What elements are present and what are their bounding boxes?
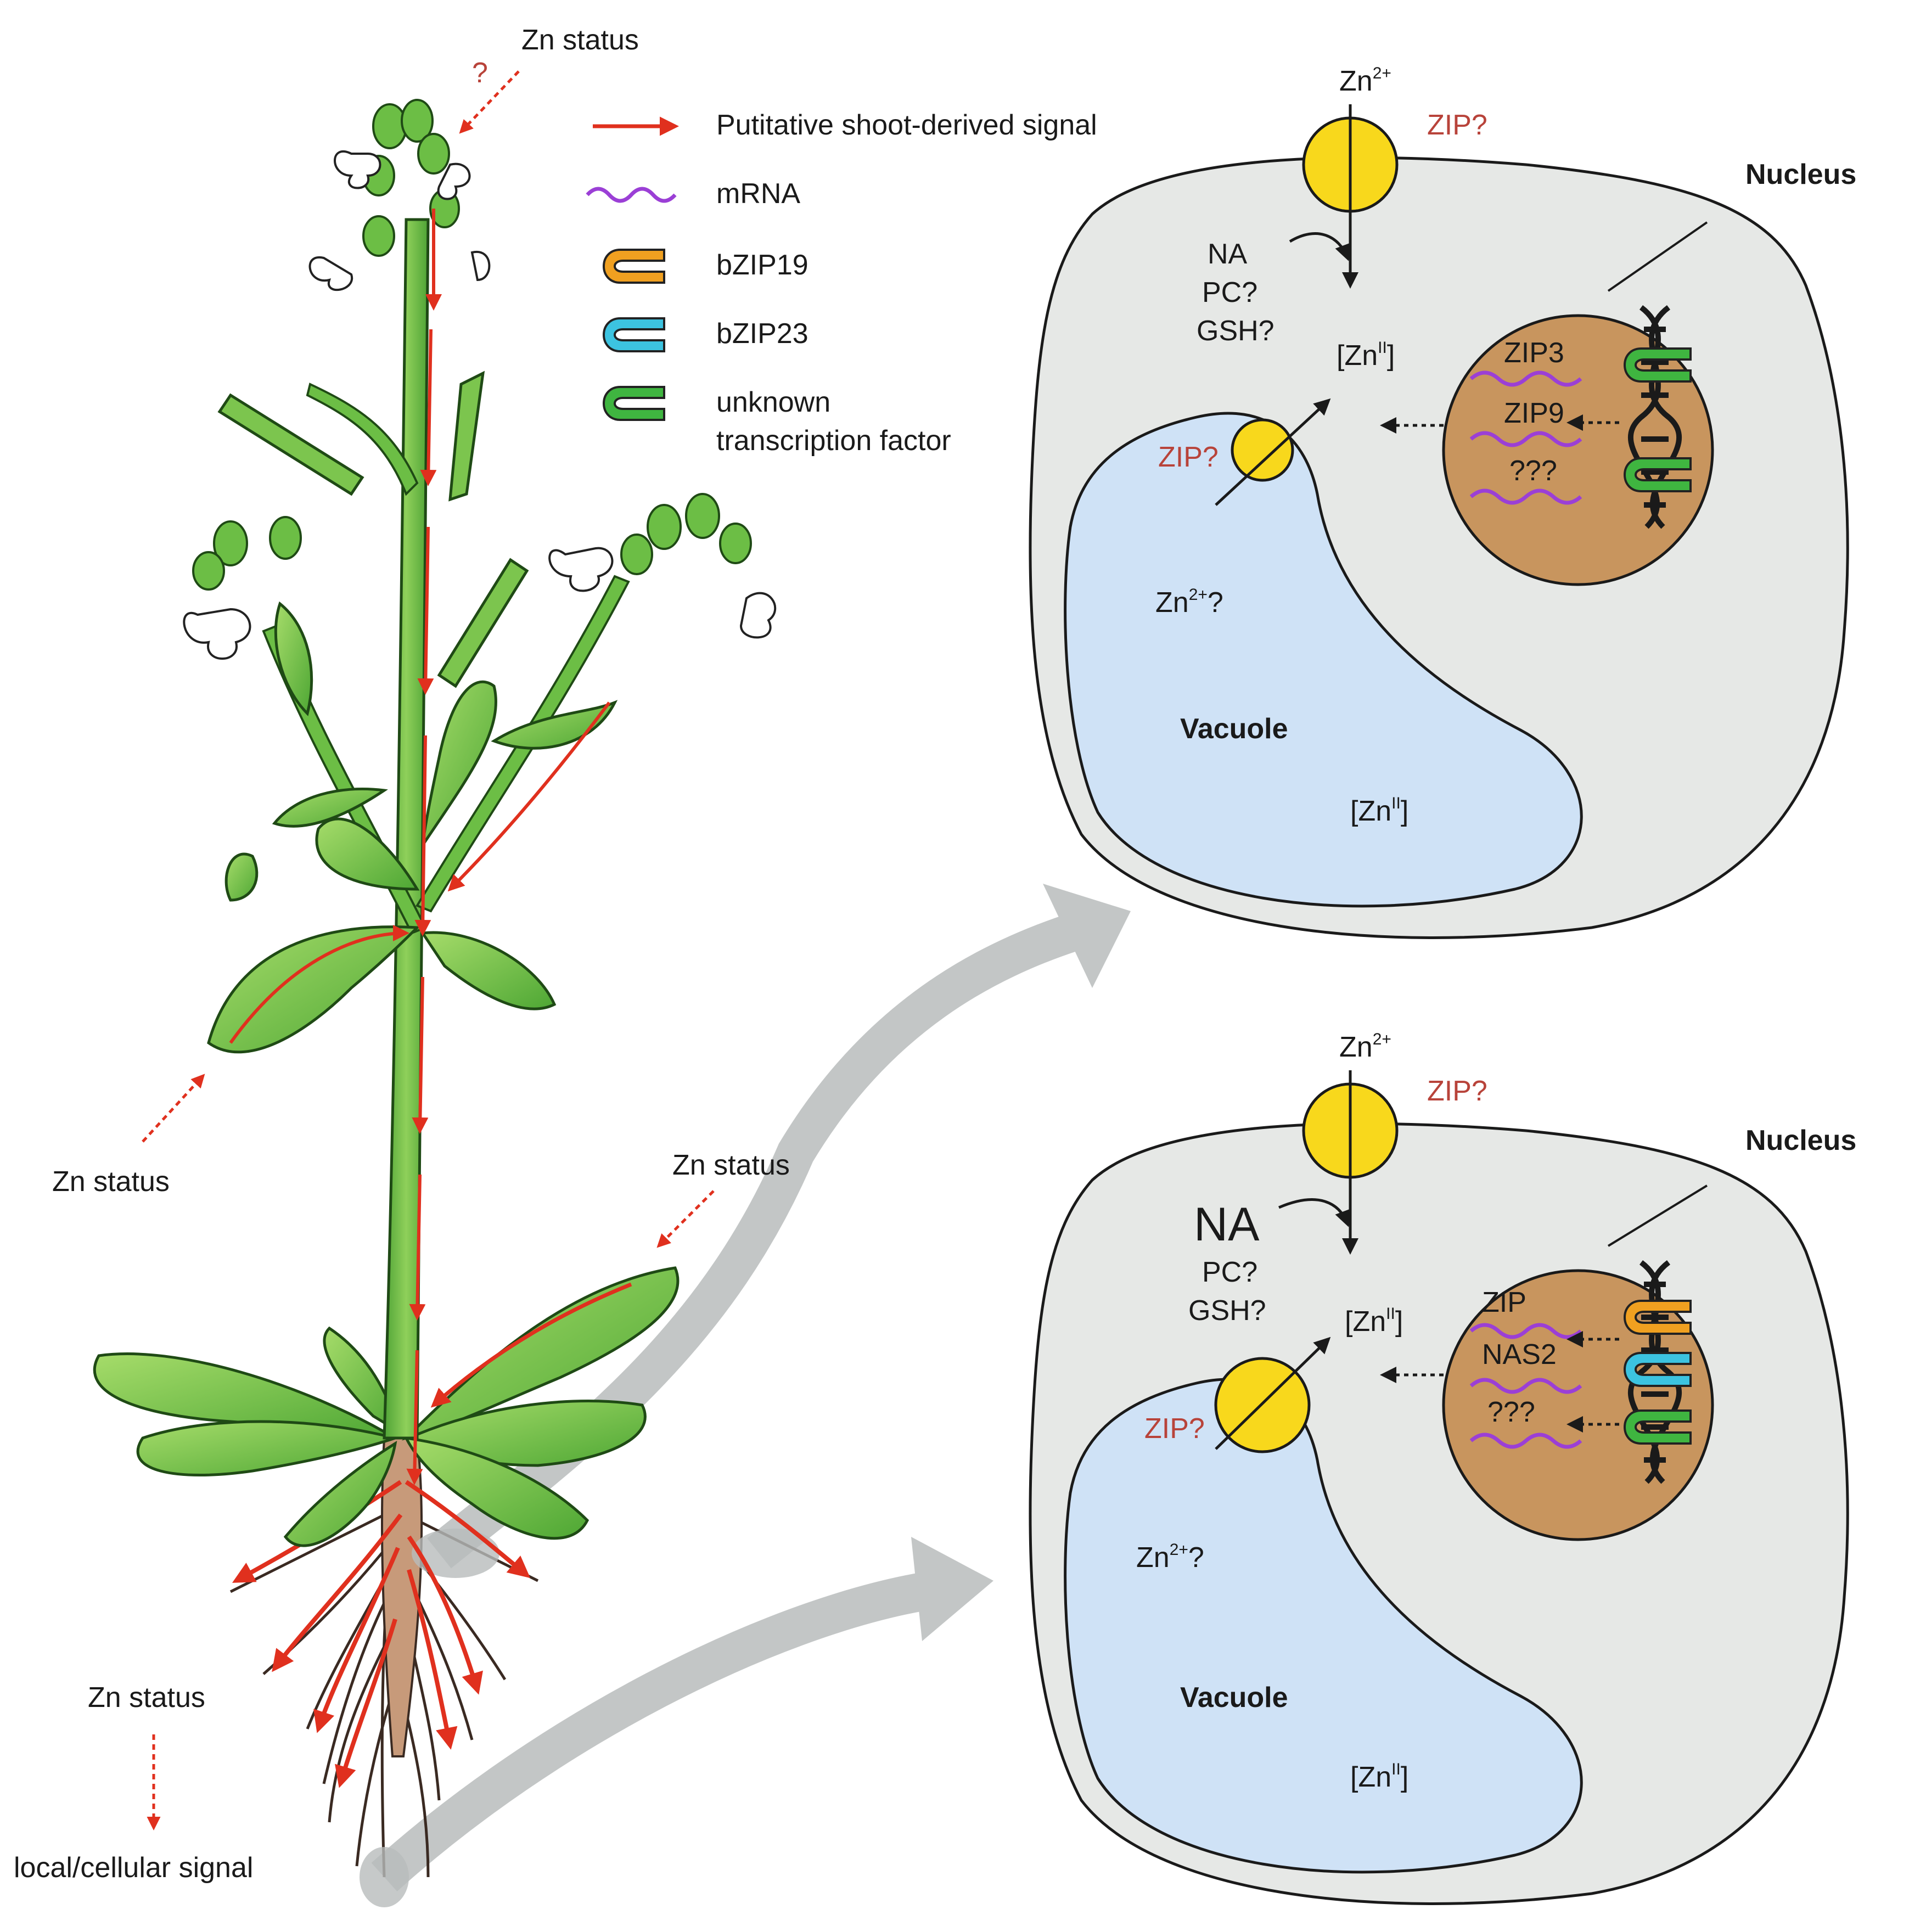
cell-bottom-gsh: GSH? [1188, 1295, 1266, 1327]
cell-top-vacuole-zn-complex: [ZnII] [1350, 794, 1408, 827]
cell-bottom: Nucleus Zn2+ ZIP? NA PC? GSH? [ZnII] ZIP… [1029, 1030, 1856, 1905]
zn-status-top-arrow [459, 70, 520, 134]
cell-bottom-zip-vacuole-label: ZIP? [1144, 1413, 1205, 1445]
cell-bottom-zn-complex: [ZnII] [1345, 1305, 1403, 1338]
cell-top: Nucleus Zn2+ ZIP? NA PC? GSH? [ZnII] ZIP… [1029, 64, 1856, 939]
cell-top-gene-3: ??? [1509, 455, 1557, 487]
cell-bottom-dna-helix [1627, 1260, 1682, 1484]
cell-top-nucleus-label: Nucleus [1745, 159, 1856, 190]
cell-bottom-vacuole-label: Vacuole [1180, 1682, 1288, 1714]
cell-bottom-vacuole [1064, 1378, 1583, 1874]
legend-mrna-label: mRNA [716, 178, 800, 210]
stem-leaves [207, 601, 618, 1054]
local-signal-label: local/cellular signal [14, 1852, 253, 1884]
grey-arrowhead-bottom [911, 1537, 993, 1641]
cell-bottom-na: NA [1194, 1198, 1260, 1251]
cell-top-mrna-2 [1469, 431, 1582, 447]
cell-bottom-nucleus-pointer [1607, 1184, 1708, 1247]
cell-top-chelator-arrow [1289, 232, 1351, 261]
cell-bottom-vacuole-zn-complex: [ZnII] [1350, 1760, 1408, 1793]
rosette-veins [430, 1282, 632, 1408]
cell-top-zip-vacuole-label: ZIP? [1158, 441, 1219, 473]
cell-top-vacuole-zip-transporter [1231, 418, 1294, 482]
cell-top-gsh: GSH? [1197, 315, 1274, 347]
cell-bottom-bzip23 [1624, 1352, 1692, 1387]
cell-bottom-vacuole-export-arrow [1215, 1336, 1331, 1450]
cell-bottom-zip-membrane-label: ZIP? [1427, 1075, 1487, 1107]
cell-top-vacuole-export-arrow [1215, 398, 1331, 506]
cell-bottom-unknown-tf [1624, 1409, 1692, 1445]
cell-bottom-chelator-arrow [1278, 1198, 1351, 1227]
legend: Putitative shoot-derived signal mRNA bZI… [586, 109, 1097, 457]
root-side-highlight [412, 1529, 499, 1578]
flower-buds [192, 99, 752, 591]
cell-bottom-mrna-2 [1469, 1378, 1582, 1394]
question-mark: ? [472, 57, 488, 89]
legend-unknown-tf-label-2: transcription factor [716, 425, 951, 457]
zn-status-left: Zn status [52, 1166, 170, 1198]
legend-mrna-icon [586, 187, 677, 203]
cell-top-zn-ion: Zn2+ [1339, 64, 1391, 97]
legend-bzip23-icon [603, 317, 665, 352]
zn-status-right: Zn status [672, 1149, 790, 1181]
stem-signal-arrows [229, 209, 611, 1485]
zn-status-right-arrow [656, 1190, 715, 1248]
grey-arrow-to-bottom-cell [371, 1572, 926, 1892]
cell-bottom-mrna-3 [1469, 1433, 1582, 1449]
cell-top-zip-membrane-label: ZIP? [1427, 109, 1487, 141]
cell-top-vacuole-zn: Zn2+? [1155, 586, 1223, 619]
cell-bottom-gene-1: ZIP [1482, 1287, 1526, 1318]
legend-unknown-tf-icon [603, 386, 665, 421]
cell-top-vacuole [1064, 412, 1583, 908]
zn-status-top: Zn status [521, 24, 639, 56]
white-flowers [183, 150, 777, 660]
legend-bzip19-icon [603, 249, 665, 284]
zn-status-left-arrow [142, 1074, 205, 1143]
root-signal-arrows [232, 1480, 531, 1788]
rosette-leaves [93, 1266, 680, 1547]
root-tip-highlight [360, 1847, 409, 1907]
legend-bzip23-label: bZIP23 [716, 318, 808, 350]
cell-top-nucleus-pointer [1607, 221, 1708, 292]
cell-top-zn-complex: [ZnII] [1337, 339, 1395, 372]
cell-bottom-gene-3: ??? [1487, 1396, 1535, 1428]
grey-arrowhead-top [1043, 884, 1131, 988]
cell-top-gene-1: ZIP3 [1504, 337, 1564, 369]
cell-bottom-zn-ion: Zn2+ [1339, 1030, 1391, 1063]
cell-bottom-pc: PC? [1202, 1256, 1257, 1288]
legend-unknown-tf-label-1: unknown [716, 386, 830, 418]
seed-pods [217, 370, 529, 688]
cell-bottom-mrna-1 [1469, 1323, 1582, 1339]
cell-top-vacuole-label: Vacuole [1180, 713, 1288, 745]
cell-top-pc: PC? [1202, 277, 1257, 308]
cell-top-unknown-tf-2 [1624, 457, 1692, 492]
cell-top-na: NA [1208, 238, 1248, 270]
legend-bzip19-label: bZIP19 [716, 249, 808, 281]
cell-bottom-nucleus-label: Nucleus [1745, 1125, 1856, 1156]
zn-status-root: Zn status [88, 1682, 205, 1714]
cell-top-mrna-3 [1469, 488, 1582, 505]
cell-bottom-gene-2: NAS2 [1482, 1339, 1557, 1371]
cell-top-unknown-tf-1 [1624, 347, 1692, 383]
legend-signal-label: Putitative shoot-derived signal [716, 109, 1097, 141]
cell-bottom-bzip19 [1624, 1300, 1692, 1335]
main-stem [383, 218, 430, 1440]
cell-top-mrna-1 [1469, 370, 1582, 387]
cell-top-gene-2: ZIP9 [1504, 397, 1564, 429]
cell-bottom-vacuole-zn: Zn2+? [1136, 1541, 1204, 1574]
arabidopsis-plant: Zn status ? Zn status Zn status Zn statu… [14, 24, 1131, 1907]
